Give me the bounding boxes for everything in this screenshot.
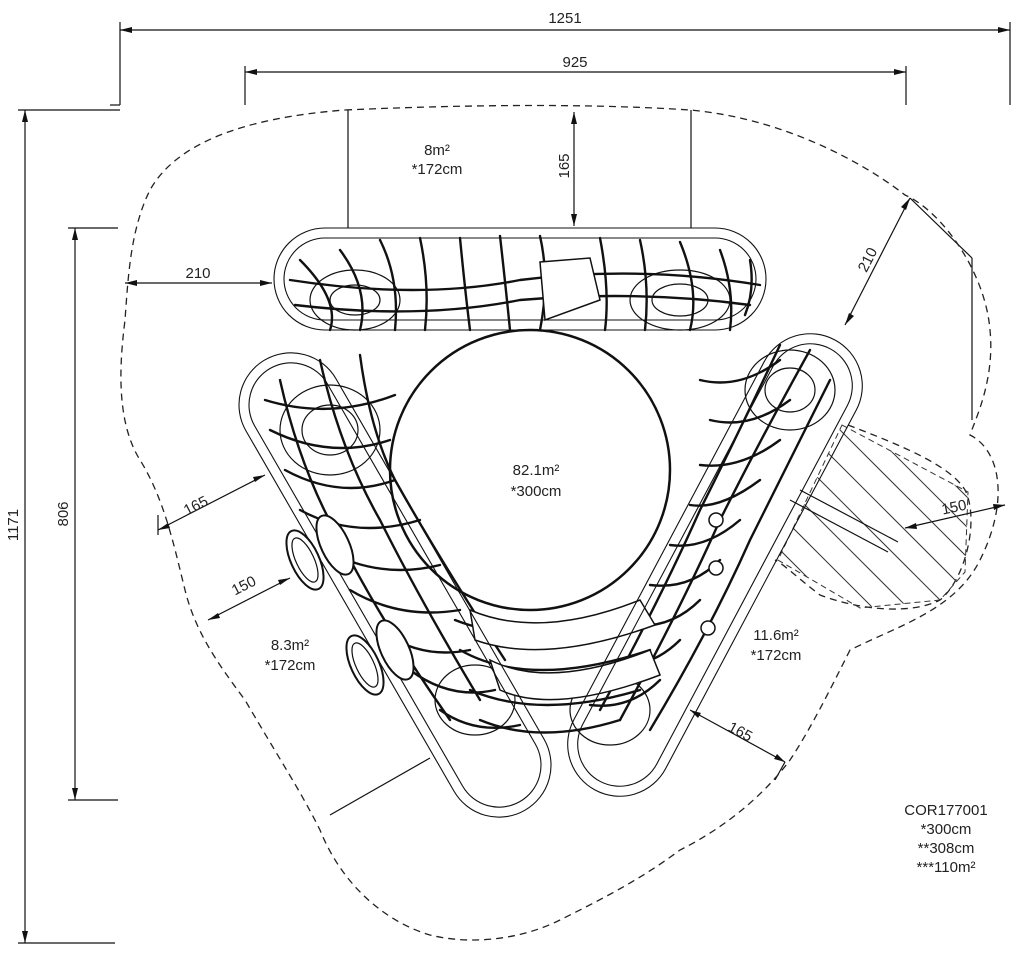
- dim-inner-width: 925: [562, 54, 587, 71]
- tube-elements: [285, 514, 415, 696]
- dim-overall-width: 1251: [548, 10, 581, 27]
- zone-top-area: 8m²: [424, 142, 450, 159]
- dim-overall-height: 1171: [5, 509, 22, 541]
- product-code: COR177001: [904, 802, 987, 819]
- dim-bottom-right: 165: [725, 719, 755, 746]
- zone-right-height: *172cm: [751, 647, 802, 664]
- zone-center-height: *300cm: [511, 483, 562, 500]
- zone-left-area: 8.3m²: [271, 637, 309, 654]
- dim-inner-height: 806: [55, 501, 72, 526]
- legend-height-main: *300cm: [921, 821, 972, 838]
- dimension-lines: [18, 22, 1011, 944]
- legend-area-total: ***110m²: [917, 859, 976, 876]
- zone-top-height: *172cm: [412, 161, 463, 178]
- safety-zone-right-lobe: [774, 424, 972, 610]
- legend-height-alt: **308cm: [918, 840, 975, 857]
- dim-left-top: 210: [185, 265, 210, 282]
- top-zone-box: [347, 110, 692, 228]
- hatched-area: [777, 424, 969, 609]
- dim-top-zone: 165: [556, 153, 573, 178]
- zone-center-area: 82.1m²: [513, 462, 560, 479]
- dim-right-low: 150: [940, 497, 968, 519]
- zone-right-area: 11.6m²: [753, 627, 799, 644]
- safety-zone-outline: [120, 104, 999, 941]
- zone-left-height: *172cm: [265, 657, 316, 674]
- dim-left-low: 150: [229, 573, 259, 600]
- climbing-nets: [263, 234, 836, 746]
- dim-right-top: 210: [855, 245, 882, 275]
- frame-tubes: [238, 227, 863, 818]
